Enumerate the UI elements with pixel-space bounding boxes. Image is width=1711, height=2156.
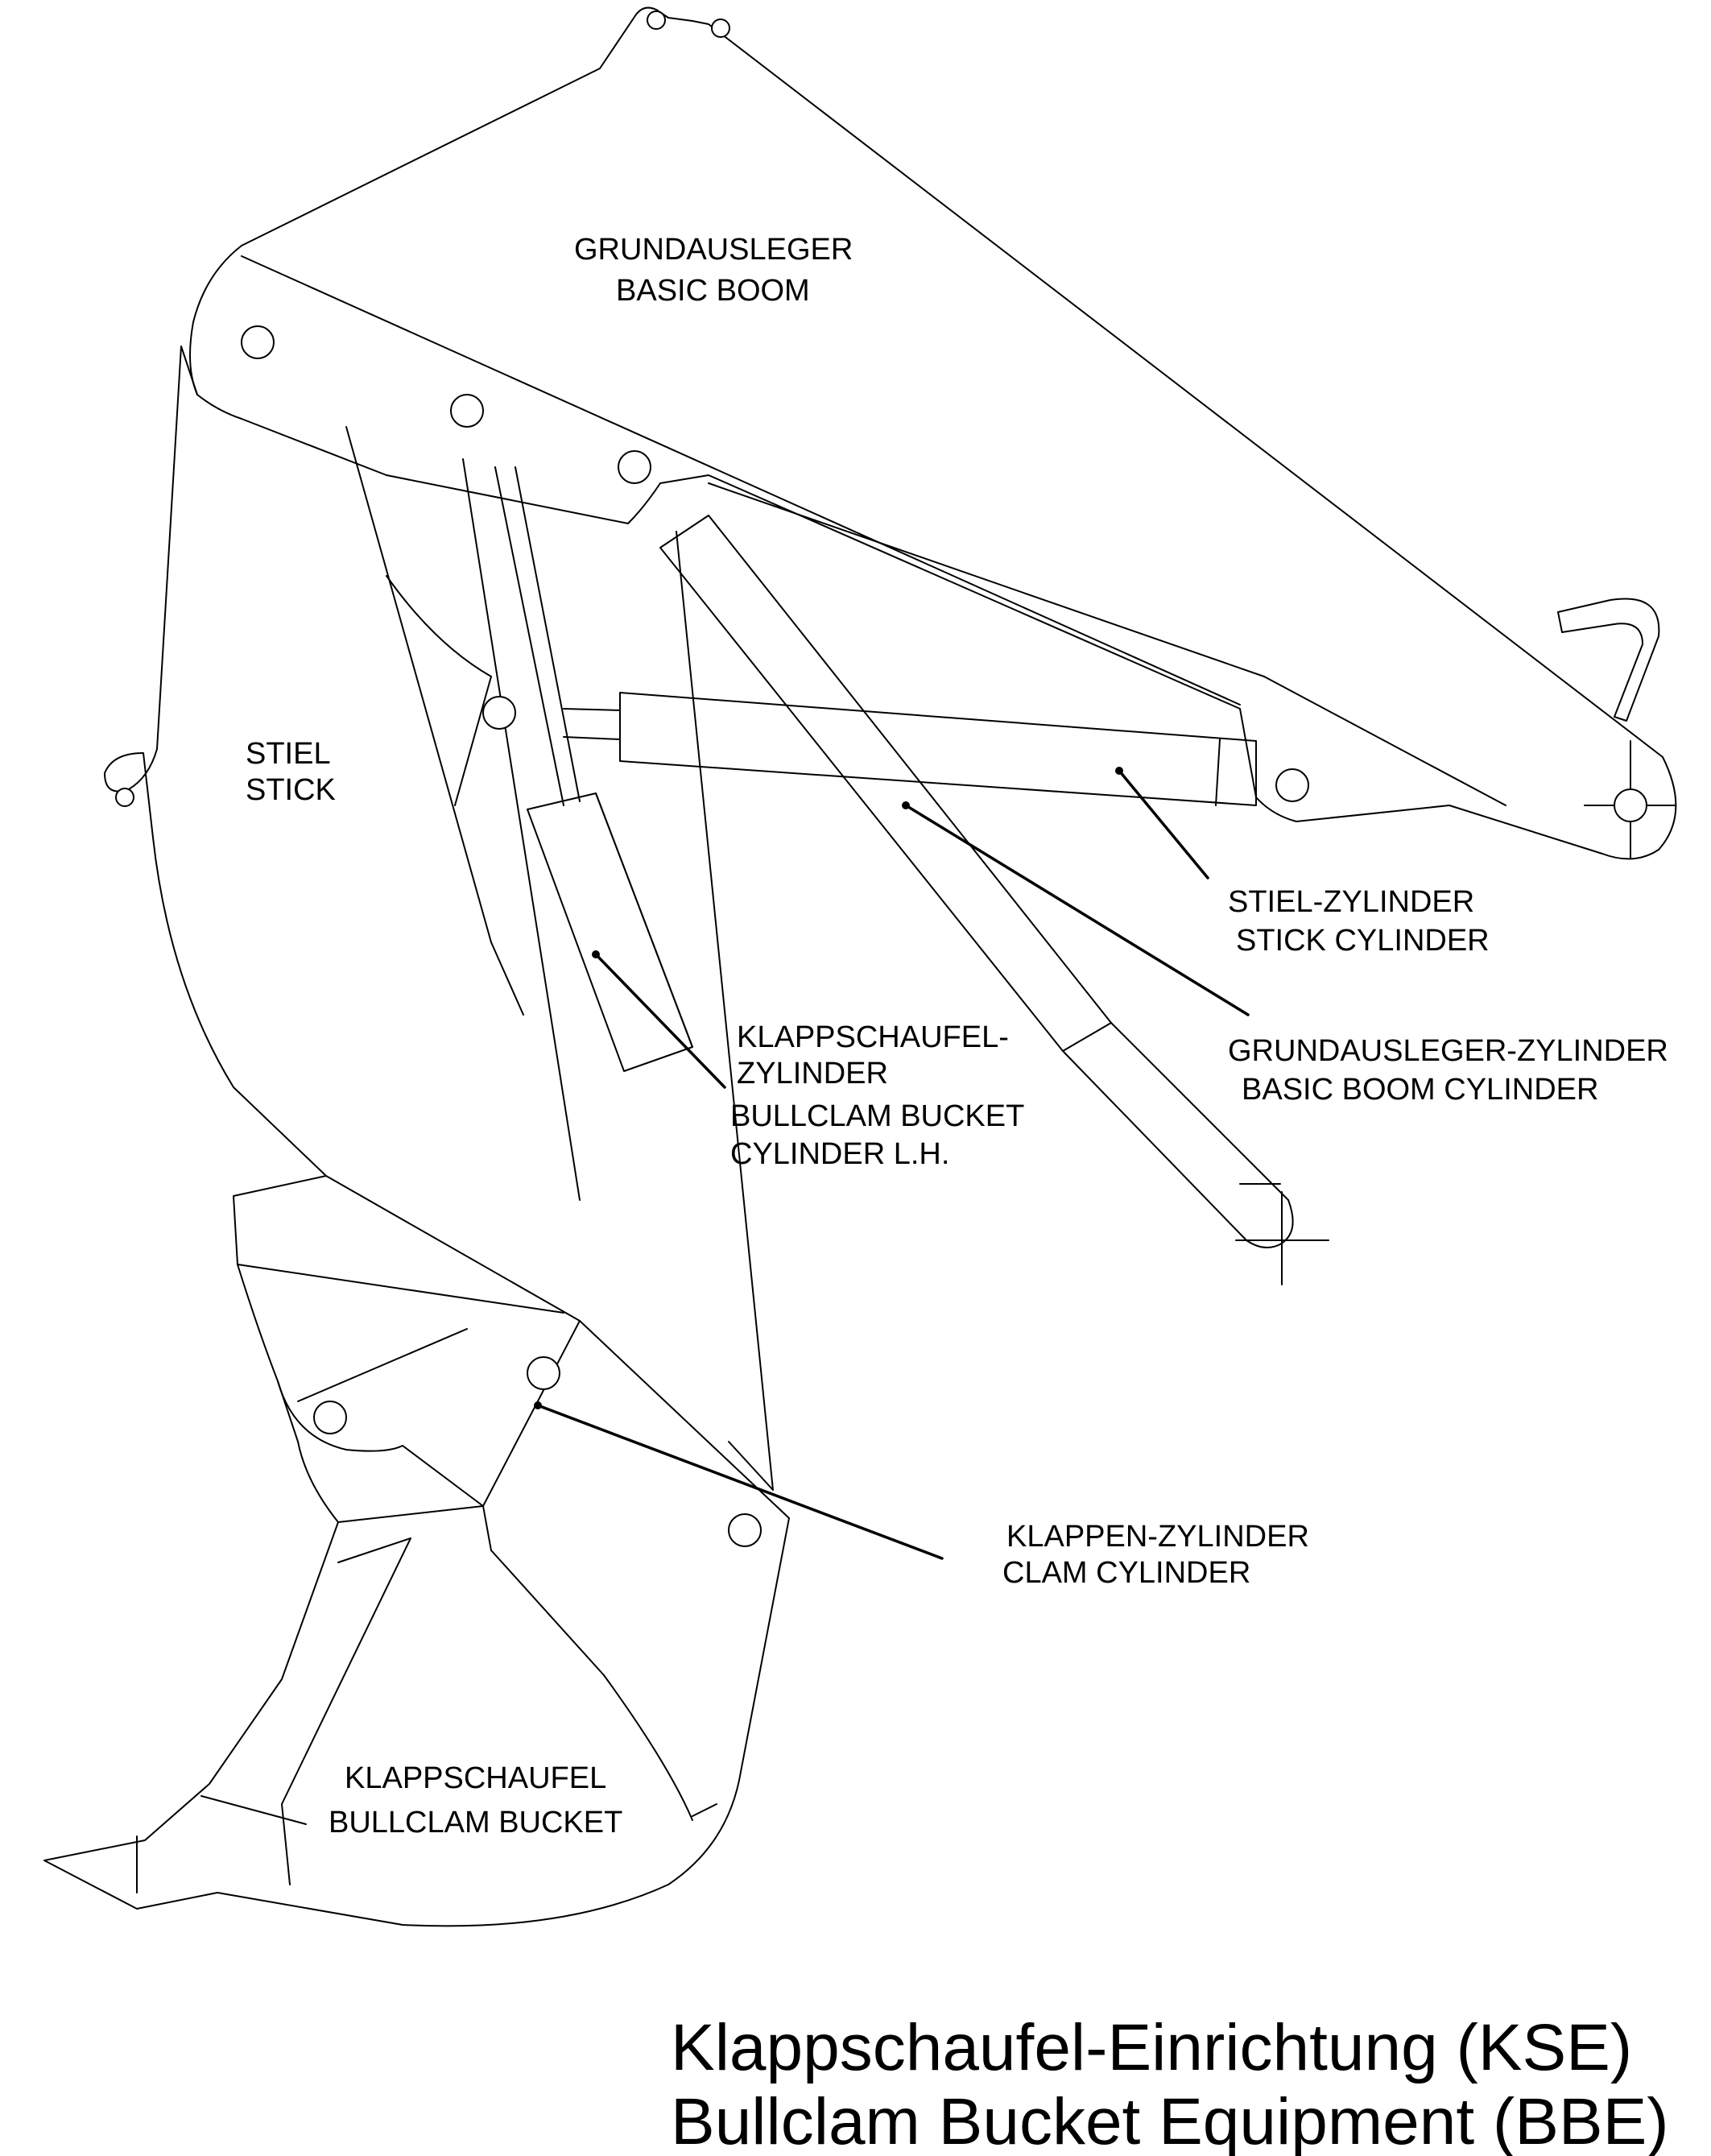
label-bucket-de: KLAPPSCHAUFEL: [345, 1761, 606, 1795]
pins: [115, 10, 1309, 1547]
label-bucket-cylinder-de-2: ZYLINDER: [737, 1057, 888, 1090]
pin-bucket-3: [728, 1513, 762, 1547]
label-stick-cylinder-en: STICK CYLINDER: [1236, 924, 1490, 958]
pin-boom-tip: [1275, 768, 1309, 802]
pin-stick-1: [482, 696, 516, 730]
label-bucket-cylinder-en-2: CYLINDER L.H.: [730, 1137, 949, 1171]
pin-boom-top-2: [711, 19, 730, 38]
bucket-outline: [43, 1175, 790, 1927]
pin-boom-foot: [241, 325, 275, 359]
pin-bucket-1: [313, 1401, 347, 1434]
label-boom-cylinder-en: BASIC BOOM CYLINDER: [1242, 1073, 1598, 1107]
pin-bucket-2: [527, 1356, 560, 1390]
label-basic-boom-en: BASIC BOOM: [616, 274, 810, 308]
pin-boom-1: [450, 394, 484, 428]
title-line-2: Bullclam Bucket Equipment (BBE): [671, 2085, 1669, 2156]
basic-boom-cylinder: [659, 515, 1329, 1285]
basic-boom-outline: [189, 6, 1677, 860]
label-bucket-cylinder-en-1: BULLCLAM BUCKET: [730, 1099, 1024, 1133]
label-bucket-en: BULLCLAM BUCKET: [329, 1806, 622, 1839]
clam-plate: [297, 1320, 581, 1507]
label-basic-boom-de: GRUNDAUSLEGER: [574, 233, 853, 267]
stick-cylinder: [563, 692, 1676, 859]
pin-boom-2: [618, 450, 651, 484]
title-line-1: Klappschaufel-Einrichtung (KSE): [671, 2011, 1632, 2084]
pin-boom-top-1: [647, 10, 666, 30]
pin-stick-lug: [115, 788, 134, 807]
label-clam-cylinder-de: KLAPPEN-ZYLINDER: [1006, 1520, 1309, 1554]
leader-lines: [534, 767, 1250, 1560]
stick-outline: [104, 346, 774, 1491]
label-clam-cylinder-en: CLAM CYLINDER: [1002, 1556, 1250, 1590]
label-stick-de: STIEL: [246, 737, 331, 771]
label-boom-cylinder-de: GRUNDAUSLEGER-ZYLINDER: [1228, 1034, 1668, 1068]
bucket-cylinder: [494, 466, 693, 1072]
label-bucket-cylinder-de-1: KLAPPSCHAUFEL-: [737, 1020, 1009, 1054]
label-stick-en: STICK: [246, 773, 336, 807]
label-stick-cylinder-de: STIEL-ZYLINDER: [1228, 885, 1474, 919]
